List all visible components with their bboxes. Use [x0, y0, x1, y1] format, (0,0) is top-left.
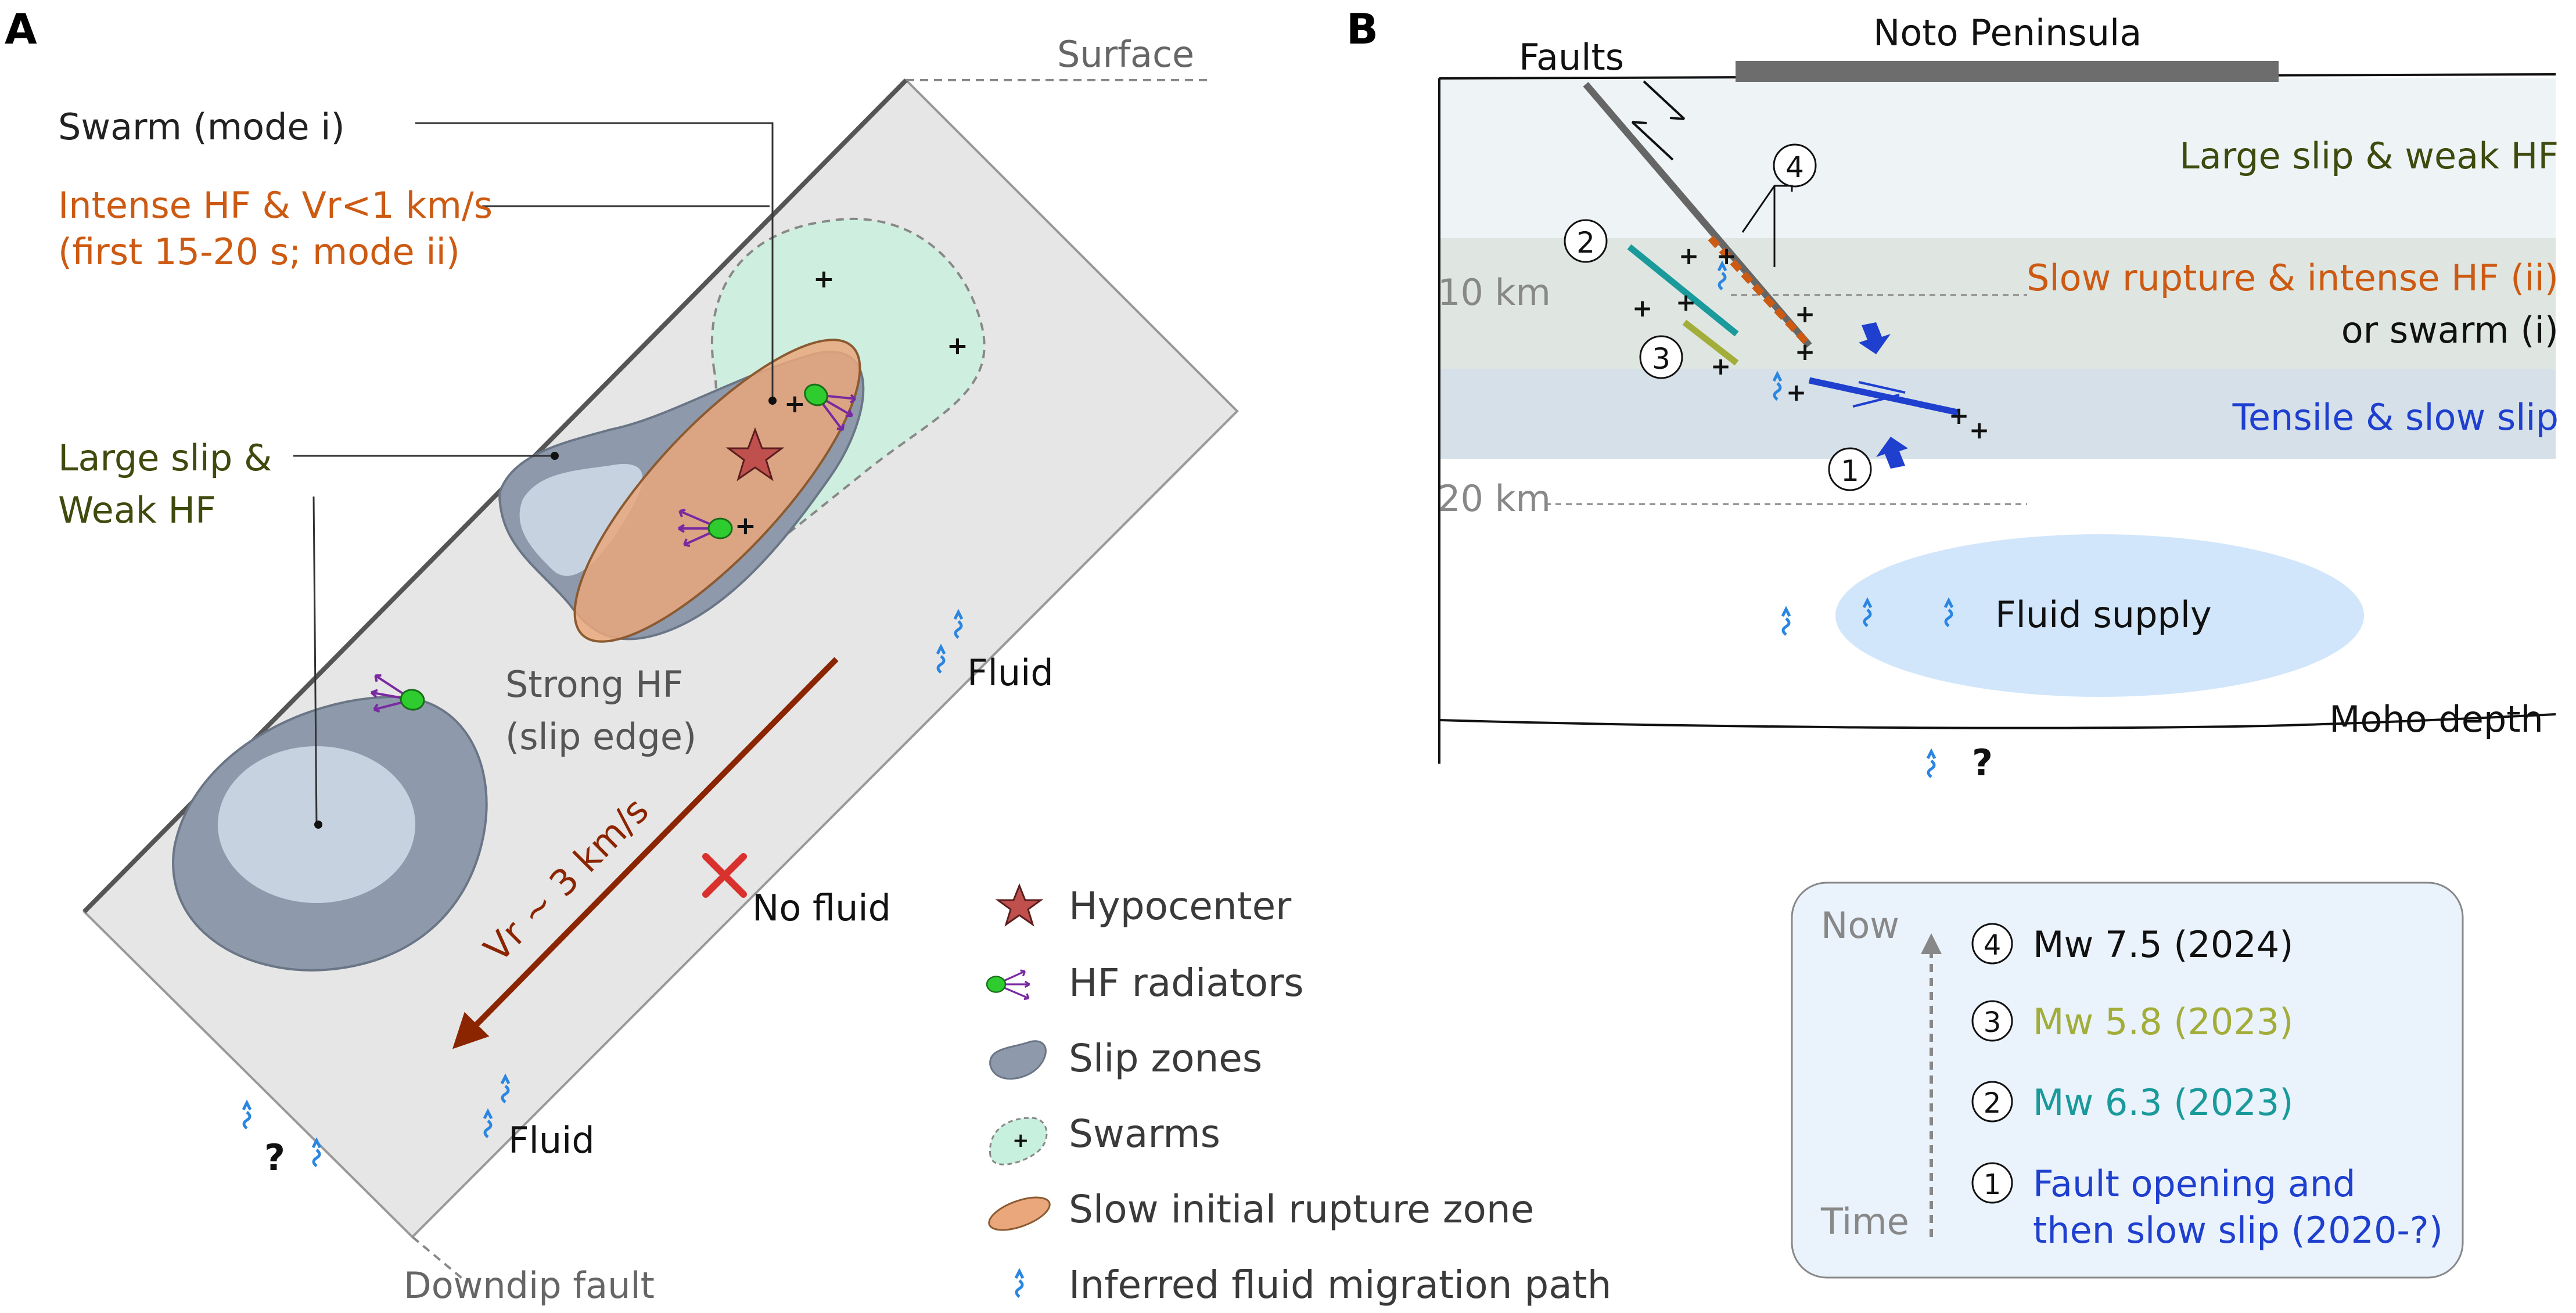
svg-text:Mw 5.8 (2023): Mw 5.8 (2023) — [2033, 1001, 2293, 1043]
legend-hypocenter: Hypocenter — [1069, 884, 1292, 929]
svg-text:+: + — [1949, 401, 1969, 430]
timeline-event-3: 3 Mw 5.8 (2023) — [1971, 1000, 2293, 1043]
svg-text:Fault opening and: Fault opening and — [2033, 1163, 2355, 1205]
svg-text:2: 2 — [1984, 1087, 2002, 1120]
slow-rupture-label: Slow rupture & intense HF (ii) — [2027, 257, 2559, 299]
fault-lines — [1583, 82, 1959, 416]
timeline-event-1: 1 Fault opening and then slow slip (2020… — [1971, 1162, 2443, 1251]
svg-text:4: 4 — [1984, 929, 2002, 962]
svg-text:+: + — [1716, 242, 1737, 270]
shear-arrows — [1631, 80, 1686, 161]
fluid-right-label: Fluid — [967, 652, 1054, 694]
svg-text:+: + — [735, 511, 756, 541]
strong-hf-label: Strong HF — [505, 663, 683, 706]
legend-hf-icon — [986, 969, 1031, 1001]
svg-text:Mw 6.3 (2023): Mw 6.3 (2023) — [2033, 1081, 2293, 1124]
surface-label: Surface — [1057, 33, 1194, 75]
legend-hypocenter-icon — [995, 883, 1044, 927]
svg-text:+: + — [1969, 416, 1989, 444]
timeline-box: Now Time 4 Mw 7.5 (2024) 3 Mw 5.8 (2023)… — [1791, 882, 2464, 1279]
legend-hf-radiators: HF radiators — [1069, 961, 1304, 1005]
legend: Hypocenter HF radiators Slip zones + Swa… — [986, 883, 1611, 1307]
marker-1: 1 — [1828, 447, 1872, 491]
question-b: ? — [1972, 742, 1993, 784]
question-a: ? — [264, 1136, 285, 1179]
hypocenter-star — [725, 427, 785, 481]
fluid-supply-zone — [1835, 534, 2364, 697]
leader-lines-a — [293, 122, 774, 825]
intense-hf-label: Intense HF & Vr<1 km/s — [58, 184, 493, 226]
legend-rupture-icon — [988, 1196, 1051, 1231]
marker-2: 2 — [1564, 219, 1608, 263]
tensile-label: Tensile & slow slip — [2232, 396, 2559, 438]
swarm-plus-signs: + + + + — [735, 264, 968, 541]
svg-text:+: + — [1795, 337, 1815, 366]
slip-zone-upper-core — [519, 464, 643, 576]
svg-text:+: + — [1676, 288, 1696, 316]
crust-section — [1438, 73, 2556, 764]
strong-hf-label-2: (slip edge) — [505, 715, 696, 758]
marker-4: 4 — [1741, 143, 1817, 267]
legend-slip-icon — [989, 1040, 1047, 1080]
fluid-bottom-label: Fluid — [508, 1119, 595, 1161]
marker-3: 3 — [1639, 335, 1683, 379]
svg-text:1: 1 — [1984, 1168, 2002, 1201]
svg-text:+: + — [947, 331, 968, 361]
svg-text:then slow slip (2020-?): then slow slip (2020-?) — [2033, 1209, 2443, 1251]
depth-10-label: 10 km — [1438, 271, 1551, 314]
timeline-now: Now — [1821, 904, 1899, 947]
legend-swarm-icon — [989, 1117, 1048, 1165]
legend-swarm-plus: + — [1012, 1129, 1029, 1152]
svg-text:+: + — [1786, 378, 1806, 407]
svg-text:1: 1 — [1841, 454, 1859, 488]
fluid-supply-label: Fluid supply — [1995, 593, 2212, 636]
svg-text:+: + — [813, 264, 835, 294]
no-fluid-x — [702, 853, 747, 898]
depth-20-label: 20 km — [1438, 477, 1551, 520]
intense-hf-label-2: (first 15-20 s; mode ii) — [58, 231, 460, 273]
slow-rupture-zone — [573, 339, 861, 643]
timeline-event-4: 4 Mw 7.5 (2024) — [1971, 923, 2293, 966]
svg-text:+: + — [784, 389, 806, 419]
or-swarm-label: or swarm (i) — [2341, 309, 2559, 351]
large-slip-label-2: Weak HF — [58, 489, 216, 531]
large-slip-label: Large slip & — [58, 437, 272, 479]
svg-text:3: 3 — [1984, 1006, 2002, 1039]
vr-arrow — [452, 657, 839, 1049]
tensile-arrows — [1852, 322, 1908, 469]
large-slip-weak-hf-label: Large slip & weak HF — [2179, 135, 2559, 177]
legend-slow-rupture: Slow initial rupture zone — [1069, 1187, 1534, 1232]
legend-slip-zones: Slip zones — [1069, 1036, 1262, 1081]
swarm-plus-b: ++ ++ ++ ++ ++ — [1632, 242, 1989, 444]
noto-peninsula-bar — [1736, 61, 2279, 82]
svg-text:+: + — [1795, 300, 1815, 328]
svg-text:Mw 7.5 (2024): Mw 7.5 (2024) — [2033, 923, 2293, 966]
swarm-mode-i-label: Swarm (mode i) — [58, 106, 345, 148]
panel-a-letter: A — [5, 5, 37, 53]
downdip-label: Downdip fault — [404, 1264, 655, 1307]
svg-text:2: 2 — [1576, 226, 1595, 260]
legend-fluid-icon — [1016, 1271, 1023, 1297]
svg-text:4: 4 — [1785, 150, 1804, 184]
faults-label: Faults — [1519, 36, 1624, 78]
noto-label: Noto Peninsula — [1873, 12, 2142, 54]
timeline-time: Time — [1820, 1200, 1909, 1243]
legend-swarms: Swarms — [1069, 1111, 1220, 1156]
panel-b-letter: B — [1346, 5, 1378, 53]
svg-text:+: + — [1711, 352, 1731, 380]
svg-text:+: + — [1632, 294, 1652, 322]
svg-text:3: 3 — [1652, 342, 1670, 376]
no-fluid-label: No fluid — [752, 887, 891, 929]
moho-label: Moho depth — [2329, 698, 2543, 740]
legend-fluid-path: Inferred fluid migration path — [1069, 1262, 1611, 1307]
timeline-event-2: 2 Mw 6.3 (2023) — [1971, 1081, 2293, 1124]
svg-text:+: + — [1679, 242, 1699, 270]
